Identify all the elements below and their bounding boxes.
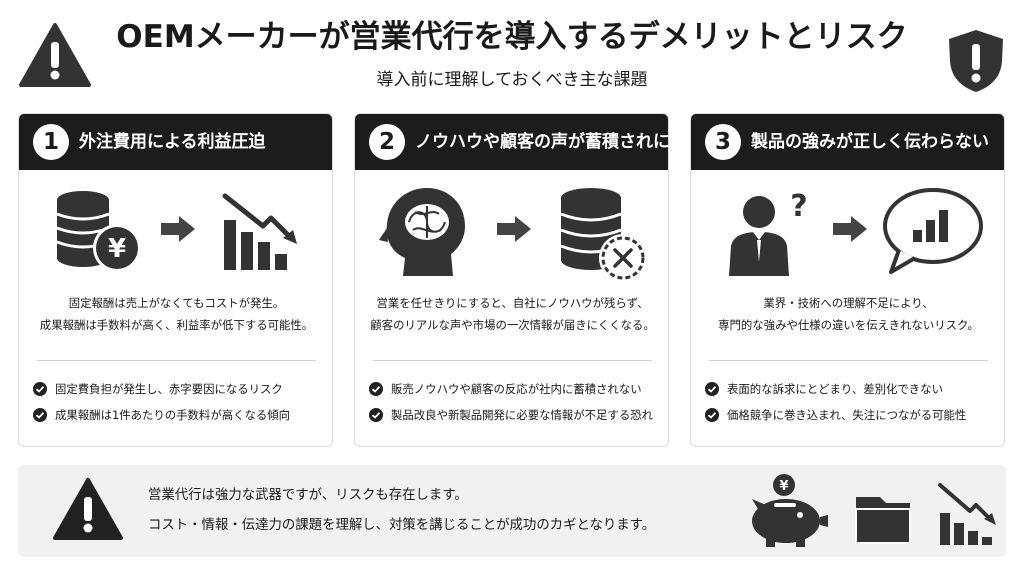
summary-text: 営業代行は強力な武器ですが、リスクも存在します。 コスト・情報・伝達力の課題を理… (148, 488, 656, 533)
card-number: 1 (33, 124, 69, 160)
summary-banner: 営業代行は強力な武器ですが、リスクも存在します。 コスト・情報・伝達力の課題を理… (18, 465, 1006, 557)
divider (37, 360, 316, 361)
point-list: 販売ノウハウや顧客の反応が社内に蓄積されない 製品改良や新製品開発に必要な情報が… (369, 376, 664, 428)
check-circle-icon (33, 382, 47, 396)
piggy-bank-yen-icon: ¥ (752, 474, 828, 547)
card-strength-communication: 3 製品の強みが正しく伝わらない ? (690, 113, 1005, 447)
page-title: OEMメーカーが営業代行を導入するデメリットとリスク (116, 19, 908, 55)
list-item: 固定費負担が発生し、赤字要因になるリスク (33, 376, 328, 402)
head-brain-icon (379, 188, 465, 276)
yen-symbol: ¥ (779, 479, 788, 494)
card-title: ノウハウや顧客の声が蓄積されにくい (415, 132, 669, 152)
list-item: 製品改良や新製品開発に必要な情報が不足する恐れ (369, 402, 664, 428)
warning-triangle-icon (19, 23, 91, 87)
speech-bubble-chart-icon (883, 188, 983, 274)
list-item: 販売ノウハウや顧客の反応が社内に蓄積されない (369, 376, 664, 402)
folder-icon (855, 497, 911, 544)
card-illustration (355, 178, 668, 288)
card-title: 製品の強みが正しく伝わらない (751, 132, 989, 152)
declining-bar-chart-icon (222, 193, 297, 270)
card-number: 2 (369, 124, 405, 160)
database-cross-icon (560, 188, 647, 282)
question-mark: ? (790, 189, 807, 224)
coins-yen-icon: ¥ (56, 191, 141, 272)
card-description: 固定報酬は売上がなくてもコストが発生。 成果報酬は手数料が高く、利益率が低下する… (39, 296, 314, 332)
card-title: 外注費用による利益圧迫 (79, 132, 266, 152)
shield-exclamation-icon (949, 30, 1003, 92)
divider (709, 360, 988, 361)
list-item: 成果報酬は1件あたりの手数料が高くなる傾向 (33, 402, 328, 428)
card-illustration: ¥ (19, 178, 332, 288)
declining-bar-chart-icon (938, 483, 996, 545)
list-item: 表面的な訴求にとどまり、差別化できない (705, 376, 1000, 402)
card-header: 2 ノウハウや顧客の声が蓄積されにくい (355, 114, 669, 170)
arrow-right-icon (833, 216, 867, 242)
card-number: 3 (705, 124, 741, 160)
yen-symbol: ¥ (108, 234, 126, 264)
check-circle-icon (369, 382, 383, 396)
divider (373, 360, 652, 361)
check-circle-icon (705, 382, 719, 396)
card-description: 営業を任せきりにすると、自社にノウハウが残らず、 顧客のリアルな声や市場の一次情… (370, 296, 655, 332)
warning-triangle-icon (53, 478, 123, 540)
check-circle-icon (705, 408, 719, 422)
point-list: 表面的な訴求にとどまり、差別化できない 価格競争に巻き込まれ、失注につながる可能… (705, 376, 1000, 428)
person-question-icon: ? (729, 189, 808, 276)
card-cost-pressure: 1 外注費用による利益圧迫 ¥ (18, 113, 333, 447)
page-header: OEMメーカーが営業代行を導入するデメリットとリスク 導入前に理解しておくべき主… (0, 0, 1024, 110)
arrow-right-icon (161, 216, 195, 242)
arrow-right-icon (497, 216, 531, 242)
check-circle-icon (369, 408, 383, 422)
risk-cards: 1 外注費用による利益圧迫 ¥ (18, 113, 1006, 447)
card-illustration: ? (691, 178, 1004, 288)
check-circle-icon (33, 408, 47, 422)
card-description: 業界・技術への理解不足により、 専門的な強みや仕様の違いを伝えきれないリスク。 (718, 296, 979, 332)
card-header: 3 製品の強みが正しく伝わらない (691, 114, 1004, 170)
page-subtitle: 導入前に理解しておくべき主な課題 (376, 70, 648, 90)
point-list: 固定費負担が発生し、赤字要因になるリスク 成果報酬は1件あたりの手数料が高くなる… (33, 376, 328, 428)
card-knowhow-loss: 2 ノウハウや顧客の声が蓄積されにくい (354, 113, 669, 447)
card-header: 1 外注費用による利益圧迫 (19, 114, 332, 170)
list-item: 価格競争に巻き込まれ、失注につながる可能性 (705, 402, 1000, 428)
